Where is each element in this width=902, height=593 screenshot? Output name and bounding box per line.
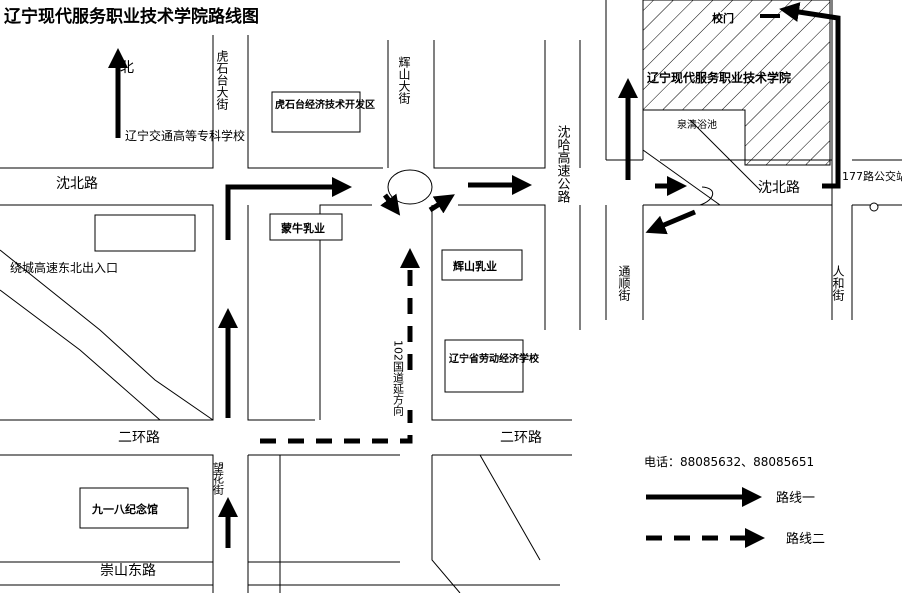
legend-route2-label: 路线二	[786, 531, 825, 547]
road-raocheng: 绕城高速东北出入口	[10, 260, 118, 275]
u-turn	[699, 186, 714, 206]
road-tongshun: 通顺街	[617, 265, 631, 301]
road-huishan: 辉山大街	[397, 56, 411, 104]
landmark-laodong: 辽宁省劳动经济学校	[449, 352, 540, 365]
landmark-jiuyiba: 九一八纪念馆	[91, 502, 158, 516]
road-guodao: 102国道延方向	[392, 340, 405, 416]
road-shenha: 沈哈高速公路	[555, 125, 571, 203]
box-mengniu	[269, 213, 343, 241]
school-campus	[642, 0, 831, 166]
landmark-mengniu: 蒙牛乳业	[281, 221, 325, 235]
gate-label: 校门	[712, 11, 734, 25]
road-chongshan: 崇山东路	[100, 563, 156, 579]
road-shenbei-left: 沈北路	[56, 176, 98, 192]
road-outlines	[0, 35, 581, 593]
legend-phone: 电话：88085632、88085651	[644, 455, 814, 469]
box-laodong	[444, 339, 524, 393]
north-label: 北	[120, 60, 134, 76]
box-jiuyiba	[79, 487, 189, 529]
road-shenbei-right: 沈北路	[758, 180, 800, 196]
landmark-bus: 177路公交站	[842, 169, 902, 183]
landmark-kaifaqu: 虎石台经济技术开发区	[275, 98, 375, 111]
school-label: 辽宁现代服务职业技术学院	[647, 70, 791, 85]
map-title: 辽宁现代服务职业技术学院路线图	[4, 6, 259, 27]
quanqing-label: 泉清浴池	[677, 118, 717, 131]
road-hushitai: 虎石台大街	[215, 50, 229, 110]
road-erhuan-right: 二环路	[500, 430, 542, 446]
road-labels: 沈北路 沈北路 二环路 二环路 崇山东路 虎石台大街 辉山大街 沈哈高速公路 通…	[56, 50, 845, 579]
road-erhuan-left: 二环路	[118, 430, 160, 446]
road-renhe: 人和街	[831, 265, 845, 301]
route-two	[260, 247, 420, 444]
gate-mark	[720, 12, 730, 20]
box-kaifaqu	[271, 91, 361, 133]
route-one	[108, 2, 841, 548]
legend-route1-label: 路线一	[776, 490, 815, 506]
landmark-huishan-dairy: 辉山乳业	[453, 259, 497, 273]
box-huishan-dairy	[441, 249, 523, 281]
landmark-jiaotong: 辽宁交通高等专科学校	[125, 128, 245, 143]
road-wanghua: 望花街	[212, 462, 225, 496]
bus-stop-icon	[869, 202, 879, 212]
